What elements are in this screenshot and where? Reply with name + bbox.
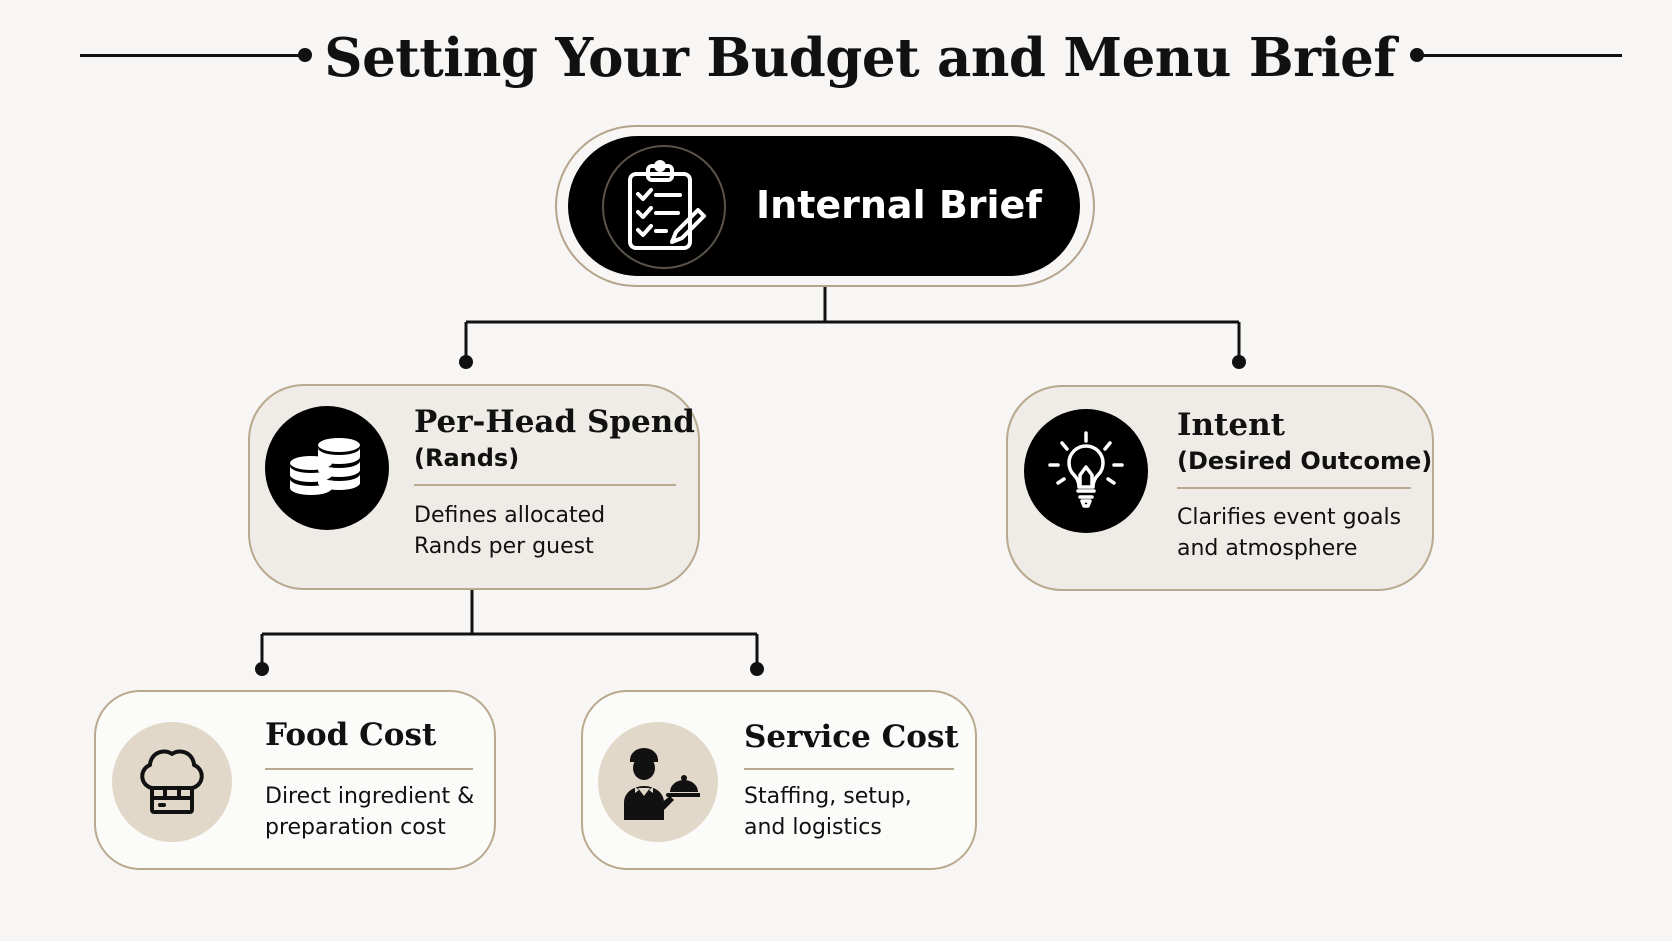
food-cost-desc-line2: preparation cost <box>265 815 446 840</box>
service-cost-desc-line1: Staffing, setup, <box>744 784 912 809</box>
waiter-cloche-icon <box>598 722 718 842</box>
title-dot-right <box>1410 48 1424 62</box>
intent-title: Intent <box>1177 407 1285 443</box>
connector-dot-intent <box>1232 355 1246 369</box>
intent-subtitle: (Desired Outcome) <box>1177 447 1433 475</box>
per-head-divider <box>414 484 676 486</box>
food-cost-title: Food Cost <box>265 717 437 753</box>
intent-desc-line1: Clarifies event goals <box>1177 505 1402 530</box>
connector-dot-service <box>750 662 764 676</box>
intent-description: Clarifies event goals and atmosphere <box>1177 502 1401 564</box>
connector-dot-perhead <box>459 355 473 369</box>
root-label: Internal Brief <box>756 183 1042 227</box>
chef-hat-icon <box>112 722 232 842</box>
per-head-title: Per-Head Spend <box>414 404 695 440</box>
food-cost-description: Direct ingredient & preparation cost <box>265 781 474 843</box>
title-dot-left <box>298 48 312 62</box>
service-cost-title: Service Cost <box>744 719 959 755</box>
clipboard-checklist-icon <box>602 145 726 269</box>
page-title: Setting Your Budget and Menu Brief <box>324 27 1396 89</box>
title-rule-left <box>80 54 300 57</box>
service-cost-desc-line2: and logistics <box>744 815 882 840</box>
per-head-subtitle: (Rands) <box>414 444 520 472</box>
title-bar: Setting Your Budget and Menu Brief <box>0 18 1672 98</box>
per-head-desc-line1: Defines allocated <box>414 503 606 528</box>
food-cost-desc-line1: Direct ingredient & <box>265 784 475 809</box>
connector-root-to-level1 <box>464 278 1241 360</box>
food-cost-divider <box>265 768 473 770</box>
coin-stacks-icon <box>265 406 389 530</box>
intent-desc-line2: and atmosphere <box>1177 536 1358 561</box>
title-rule-right <box>1422 54 1622 57</box>
intent-divider <box>1177 487 1411 489</box>
service-cost-divider <box>744 768 954 770</box>
per-head-description: Defines allocated Rands per guest <box>414 500 605 562</box>
service-cost-description: Staffing, setup, and logistics <box>744 781 912 843</box>
connector-dot-food <box>255 662 269 676</box>
per-head-desc-line2: Rands per guest <box>414 534 594 559</box>
lightbulb-icon <box>1024 409 1148 533</box>
connector-perhead-to-level2 <box>260 590 759 667</box>
